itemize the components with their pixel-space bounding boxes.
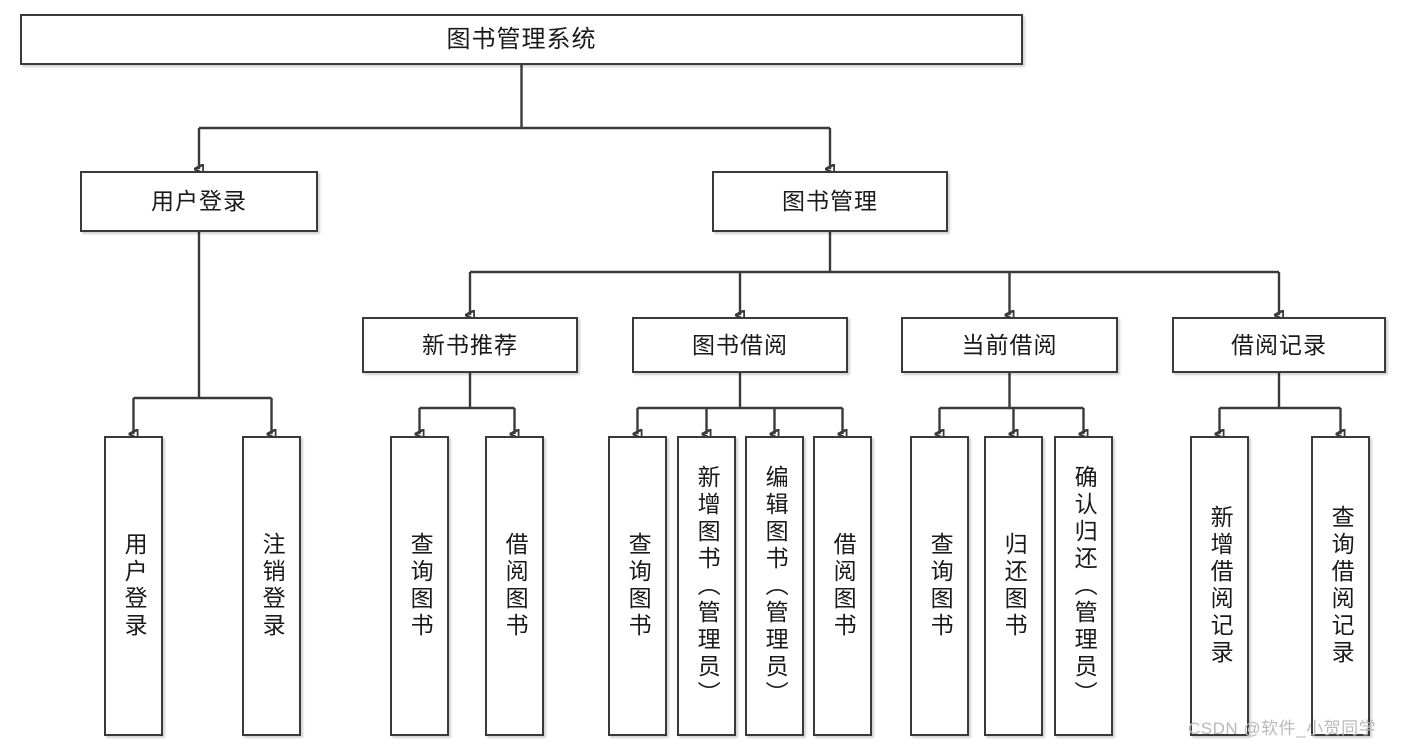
node-label: 借阅图书 [502,532,529,640]
node-leaf-user-logout[interactable]: 注销登录 [242,436,301,736]
edges-group [134,65,1341,434]
watermark-label: CSDN @软件_小贺同学 [1188,719,1377,738]
node-label: 查询图书 [407,532,434,640]
node-book-borrow[interactable]: 图书借阅 [632,317,848,373]
node-label: 确认归还（管理员） [1071,464,1098,708]
node-label: 查询借阅记录 [1328,505,1355,667]
node-leaf-user-login[interactable]: 用户登录 [104,436,163,736]
node-label: 注销登录 [259,532,286,640]
node-root[interactable]: 图书管理系统 [20,14,1023,65]
node-label: 用户登录 [121,532,148,640]
node-new-book-recommend[interactable]: 新书推荐 [362,317,578,373]
node-leaf-borrow-book-rec[interactable]: 借阅图书 [485,436,544,736]
node-label: 当前借阅 [961,331,1058,358]
node-label: 图书借阅 [692,331,788,358]
node-leaf-return-book[interactable]: 归还图书 [984,436,1043,736]
node-label: 归还图书 [1001,532,1028,640]
node-leaf-query-book-cur[interactable]: 查询图书 [910,436,969,736]
node-label: 查询图书 [927,532,954,640]
node-user-login[interactable]: 用户登录 [80,171,318,232]
node-label: 用户登录 [151,188,247,215]
node-leaf-edit-book[interactable]: 编辑图书（管理员） [745,436,804,736]
node-leaf-query-record[interactable]: 查询借阅记录 [1311,436,1370,736]
node-book-manage[interactable]: 图书管理 [712,171,948,232]
node-leaf-query-book-rec[interactable]: 查询图书 [390,436,449,736]
node-label: 新增图书（管理员） [694,464,721,708]
node-leaf-confirm-return[interactable]: 确认归还（管理员） [1054,436,1113,736]
node-current-borrow[interactable]: 当前借阅 [901,317,1118,373]
node-label: 图书管理 [782,188,878,215]
node-label: 图书管理系统 [446,25,597,53]
node-leaf-query-book-borrow[interactable]: 查询图书 [608,436,667,736]
node-label: 新增借阅记录 [1207,505,1234,667]
node-leaf-add-book[interactable]: 新增图书（管理员） [677,436,736,736]
node-label: 新书推荐 [422,331,518,358]
node-leaf-borrow-book[interactable]: 借阅图书 [813,436,872,736]
node-leaf-add-record[interactable]: 新增借阅记录 [1190,436,1249,736]
node-borrow-record[interactable]: 借阅记录 [1172,317,1386,373]
node-label: 查询图书 [625,532,652,640]
node-label: 编辑图书（管理员） [762,464,789,708]
node-label: 借阅记录 [1231,331,1327,358]
node-label: 借阅图书 [830,532,857,640]
